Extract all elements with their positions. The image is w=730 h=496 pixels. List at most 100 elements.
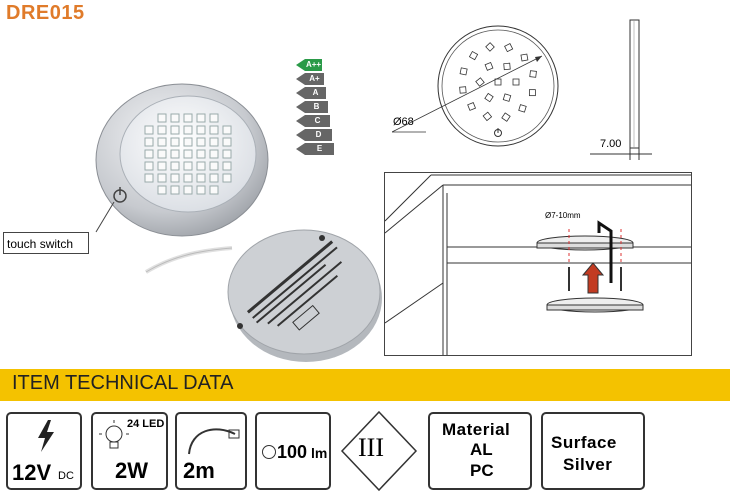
led-count: 24 LED bbox=[127, 418, 165, 430]
power-box: 24 LED 2W bbox=[91, 412, 168, 490]
energy-class-4: B bbox=[296, 101, 328, 113]
top-view-drawing bbox=[392, 25, 559, 147]
led bbox=[170, 173, 180, 183]
side-view-drawing bbox=[590, 19, 652, 160]
led-square bbox=[528, 89, 536, 97]
led-square bbox=[501, 112, 511, 122]
class-diamond bbox=[340, 410, 418, 492]
led bbox=[209, 149, 219, 159]
bulb-icon bbox=[99, 420, 129, 449]
led bbox=[196, 161, 206, 171]
led bbox=[170, 125, 180, 135]
touch-switch-callout: touch switch bbox=[3, 232, 89, 254]
led bbox=[170, 113, 180, 123]
power-symbol-icon bbox=[494, 128, 502, 137]
voltage-box: 12V DC bbox=[6, 412, 82, 490]
led bbox=[196, 173, 206, 183]
led-square bbox=[494, 78, 502, 86]
led bbox=[144, 173, 154, 183]
led bbox=[183, 137, 193, 147]
led-square bbox=[459, 86, 467, 94]
lumen-value: 100 bbox=[277, 442, 308, 462]
diameter-label: Ø68 bbox=[393, 116, 414, 128]
lumen-unit: lm bbox=[311, 445, 328, 461]
energy-class-label: A bbox=[312, 88, 319, 97]
lightning-icon bbox=[38, 420, 54, 452]
led bbox=[144, 125, 154, 135]
energy-class-label: C bbox=[314, 116, 321, 125]
led bbox=[183, 161, 193, 171]
led bbox=[183, 113, 193, 123]
energy-class-label: B bbox=[313, 102, 320, 111]
led bbox=[209, 137, 219, 147]
material-line1: AL bbox=[470, 440, 493, 459]
banner-title: ITEM TECHNICAL DATA bbox=[12, 372, 234, 394]
energy-class-label: A++ bbox=[305, 60, 322, 69]
led-square bbox=[485, 42, 495, 52]
led bbox=[183, 185, 193, 195]
led bbox=[144, 137, 154, 147]
led bbox=[222, 125, 232, 135]
lumen-icon bbox=[262, 445, 276, 459]
led-square bbox=[518, 104, 527, 113]
led bbox=[144, 149, 154, 159]
voltage-unit: DC bbox=[58, 470, 74, 482]
led bbox=[209, 185, 219, 195]
led-square bbox=[484, 92, 494, 103]
surface-value: Silver bbox=[563, 455, 613, 474]
cable-box: 2m bbox=[175, 412, 247, 490]
led bbox=[196, 137, 206, 147]
led bbox=[196, 113, 206, 123]
led bbox=[170, 161, 180, 171]
energy-class-label: E bbox=[316, 144, 323, 153]
led-square bbox=[467, 102, 477, 111]
led-square bbox=[502, 93, 512, 102]
led bbox=[222, 161, 232, 171]
energy-class-6: D bbox=[296, 129, 332, 141]
led bbox=[157, 137, 167, 147]
led-square bbox=[512, 78, 520, 86]
energy-class-2: A+ bbox=[296, 73, 324, 85]
product-code: DRE015 bbox=[6, 2, 85, 24]
led bbox=[196, 185, 206, 195]
power-value: 2W bbox=[115, 458, 148, 483]
led-square bbox=[484, 61, 494, 71]
protection-class: III bbox=[358, 433, 384, 462]
led bbox=[222, 149, 232, 159]
led-square bbox=[504, 43, 514, 53]
height-label: 7.00 bbox=[600, 138, 622, 150]
technical-data-banner: ITEM TECHNICAL DATA bbox=[0, 369, 730, 401]
led bbox=[196, 149, 206, 159]
led bbox=[183, 173, 193, 183]
led-square bbox=[520, 53, 529, 62]
surface-box: Surface Silver bbox=[541, 412, 645, 490]
led bbox=[144, 161, 154, 171]
led bbox=[157, 125, 167, 135]
led bbox=[157, 173, 167, 183]
product-back-image bbox=[144, 229, 382, 362]
led-square bbox=[482, 111, 493, 122]
energy-class-1: A++ bbox=[296, 59, 322, 71]
led bbox=[157, 149, 167, 159]
led bbox=[183, 125, 193, 135]
material-box: Material AL PC bbox=[428, 412, 532, 490]
energy-class-label: D bbox=[315, 130, 322, 139]
led bbox=[170, 137, 180, 147]
energy-class-7: E bbox=[296, 143, 334, 155]
led-square bbox=[529, 70, 537, 78]
led bbox=[157, 161, 167, 171]
product-front-image bbox=[95, 83, 269, 237]
power-icon bbox=[113, 187, 127, 203]
led bbox=[157, 185, 167, 195]
led-square bbox=[475, 77, 485, 87]
led bbox=[196, 125, 206, 135]
led bbox=[209, 173, 219, 183]
material-line2: PC bbox=[470, 461, 494, 480]
material-label: Material bbox=[442, 420, 511, 439]
installation-diagram: Ø7-10mm bbox=[384, 172, 692, 356]
cable-length: 2m bbox=[183, 458, 215, 483]
led bbox=[170, 185, 180, 195]
led-array bbox=[144, 113, 232, 195]
led bbox=[222, 137, 232, 147]
